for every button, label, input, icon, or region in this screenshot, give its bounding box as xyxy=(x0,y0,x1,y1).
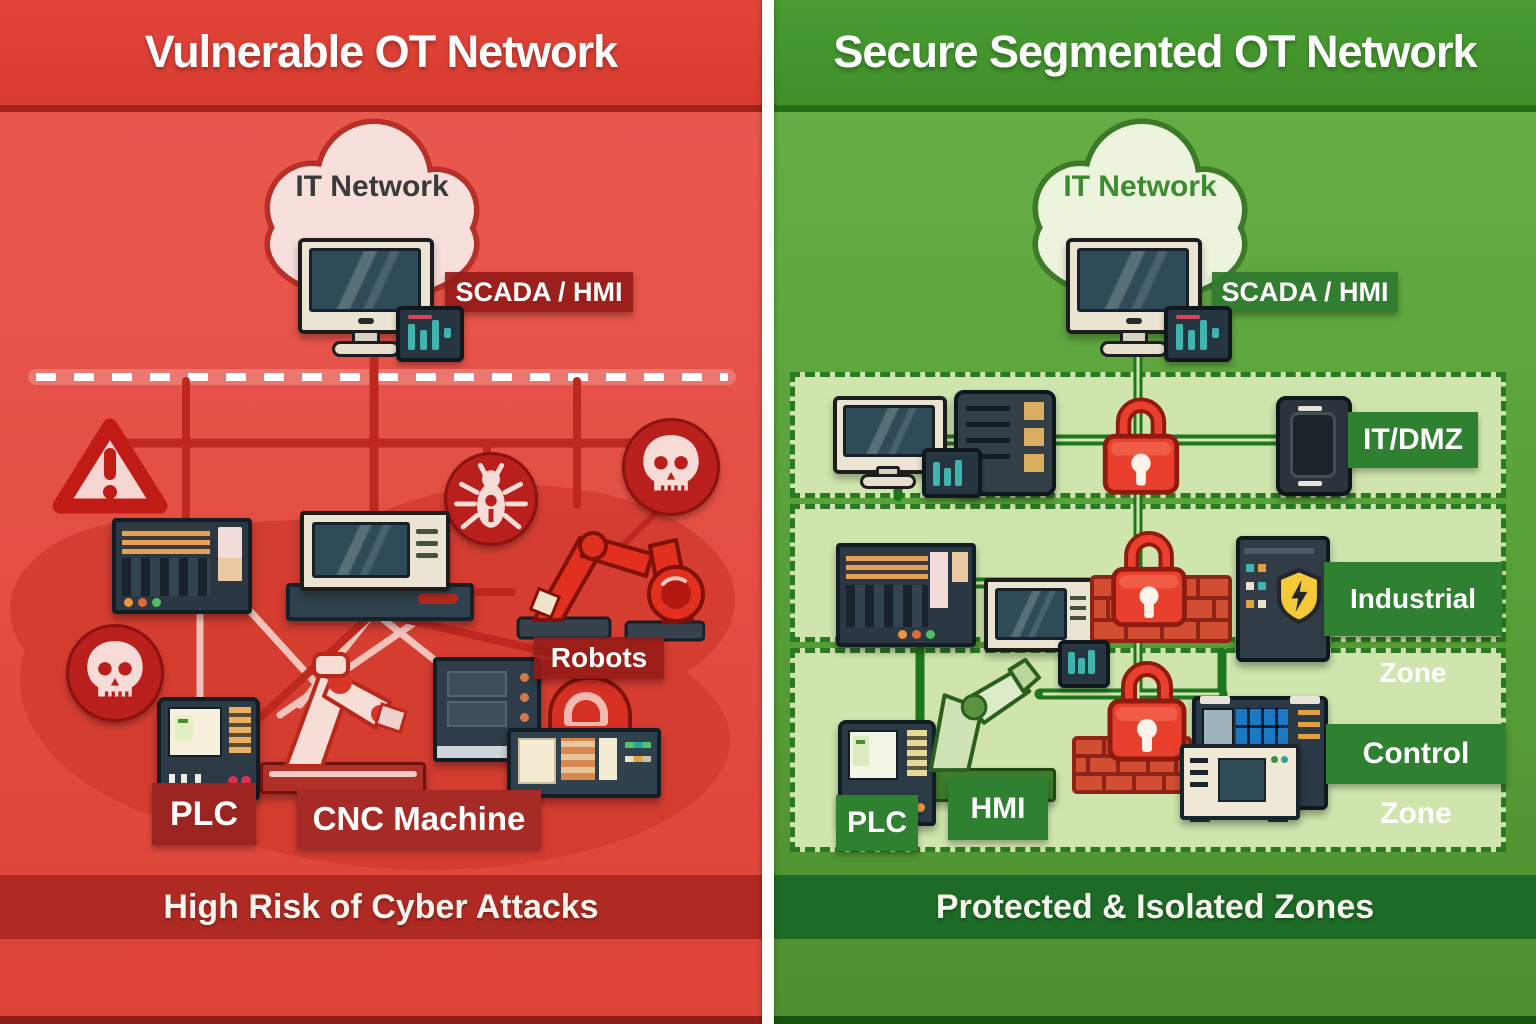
tablet-icon xyxy=(396,306,464,362)
monitor-base xyxy=(1100,341,1168,357)
hmi-label: HMI xyxy=(948,778,1048,840)
itdmz-zone-label: IT/DMZ xyxy=(1348,412,1478,468)
industrial-zone-label: Industrial Zone xyxy=(1324,562,1502,688)
monitor-base xyxy=(332,341,400,357)
tablet-icon xyxy=(1164,306,1232,362)
tablet-icon xyxy=(1058,640,1110,688)
firewall-appliance-icon xyxy=(1276,396,1352,496)
right-panel-title: Secure Segmented OT Network xyxy=(833,26,1477,77)
it-network-label: IT Network xyxy=(1063,170,1217,203)
perimeter-dashed-line xyxy=(28,369,736,385)
skull-icon xyxy=(66,624,164,722)
robot-arm-icon xyxy=(912,648,1047,776)
left-footer-text: High Risk of Cyber Attacks xyxy=(163,888,599,926)
right-footer-text: Protected & Isolated Zones xyxy=(935,888,1375,926)
server-icon xyxy=(433,657,541,762)
hmi-panel-icon xyxy=(984,578,1096,652)
scada-hmi-label: SCADA / HMI xyxy=(1212,272,1398,312)
shield-appliance-icon xyxy=(1236,536,1330,662)
monitor-base xyxy=(860,474,916,489)
cnc-front-panel xyxy=(1180,744,1300,820)
plc-rack-icon xyxy=(836,543,976,647)
warning-triangle-icon xyxy=(50,414,170,518)
plc-label: PLC xyxy=(836,795,918,851)
left-panel-header: Vulnerable OT Network xyxy=(0,0,762,105)
right-bottom-strip xyxy=(774,1016,1536,1024)
scada-hmi-label: SCADA / HMI xyxy=(445,272,633,312)
tablet-icon xyxy=(922,448,982,498)
padlock-icon xyxy=(1106,516,1192,634)
robot-arm-icon xyxy=(262,642,422,772)
control-zone-label: Control Zone xyxy=(1326,724,1506,830)
padlock-icon xyxy=(1102,646,1192,768)
left-panel-title: Vulnerable OT Network xyxy=(144,26,618,77)
padlock-icon xyxy=(1096,384,1186,500)
robot-arm-icon xyxy=(500,498,705,643)
plc-label: PLC xyxy=(152,783,256,845)
plc-rack-icon xyxy=(112,518,252,614)
bug-malware-icon xyxy=(444,452,538,546)
skull-icon xyxy=(622,418,720,516)
shield-icon xyxy=(1276,567,1322,625)
it-network-label: IT Network xyxy=(295,170,449,203)
hmi-panel-icon xyxy=(300,511,450,591)
left-bottom-strip xyxy=(0,1016,762,1024)
right-header-shadow xyxy=(774,105,1536,112)
right-footer-band: Protected & Isolated Zones xyxy=(774,875,1536,939)
cnc-machine-label: CNC Machine xyxy=(297,790,541,848)
left-header-shadow xyxy=(0,105,762,112)
control-panel-icon xyxy=(507,728,661,798)
right-panel-header: Secure Segmented OT Network xyxy=(774,0,1536,105)
robots-label: Robots xyxy=(534,637,664,679)
left-footer-band: High Risk of Cyber Attacks xyxy=(0,875,762,939)
panel-divider xyxy=(762,0,774,1024)
